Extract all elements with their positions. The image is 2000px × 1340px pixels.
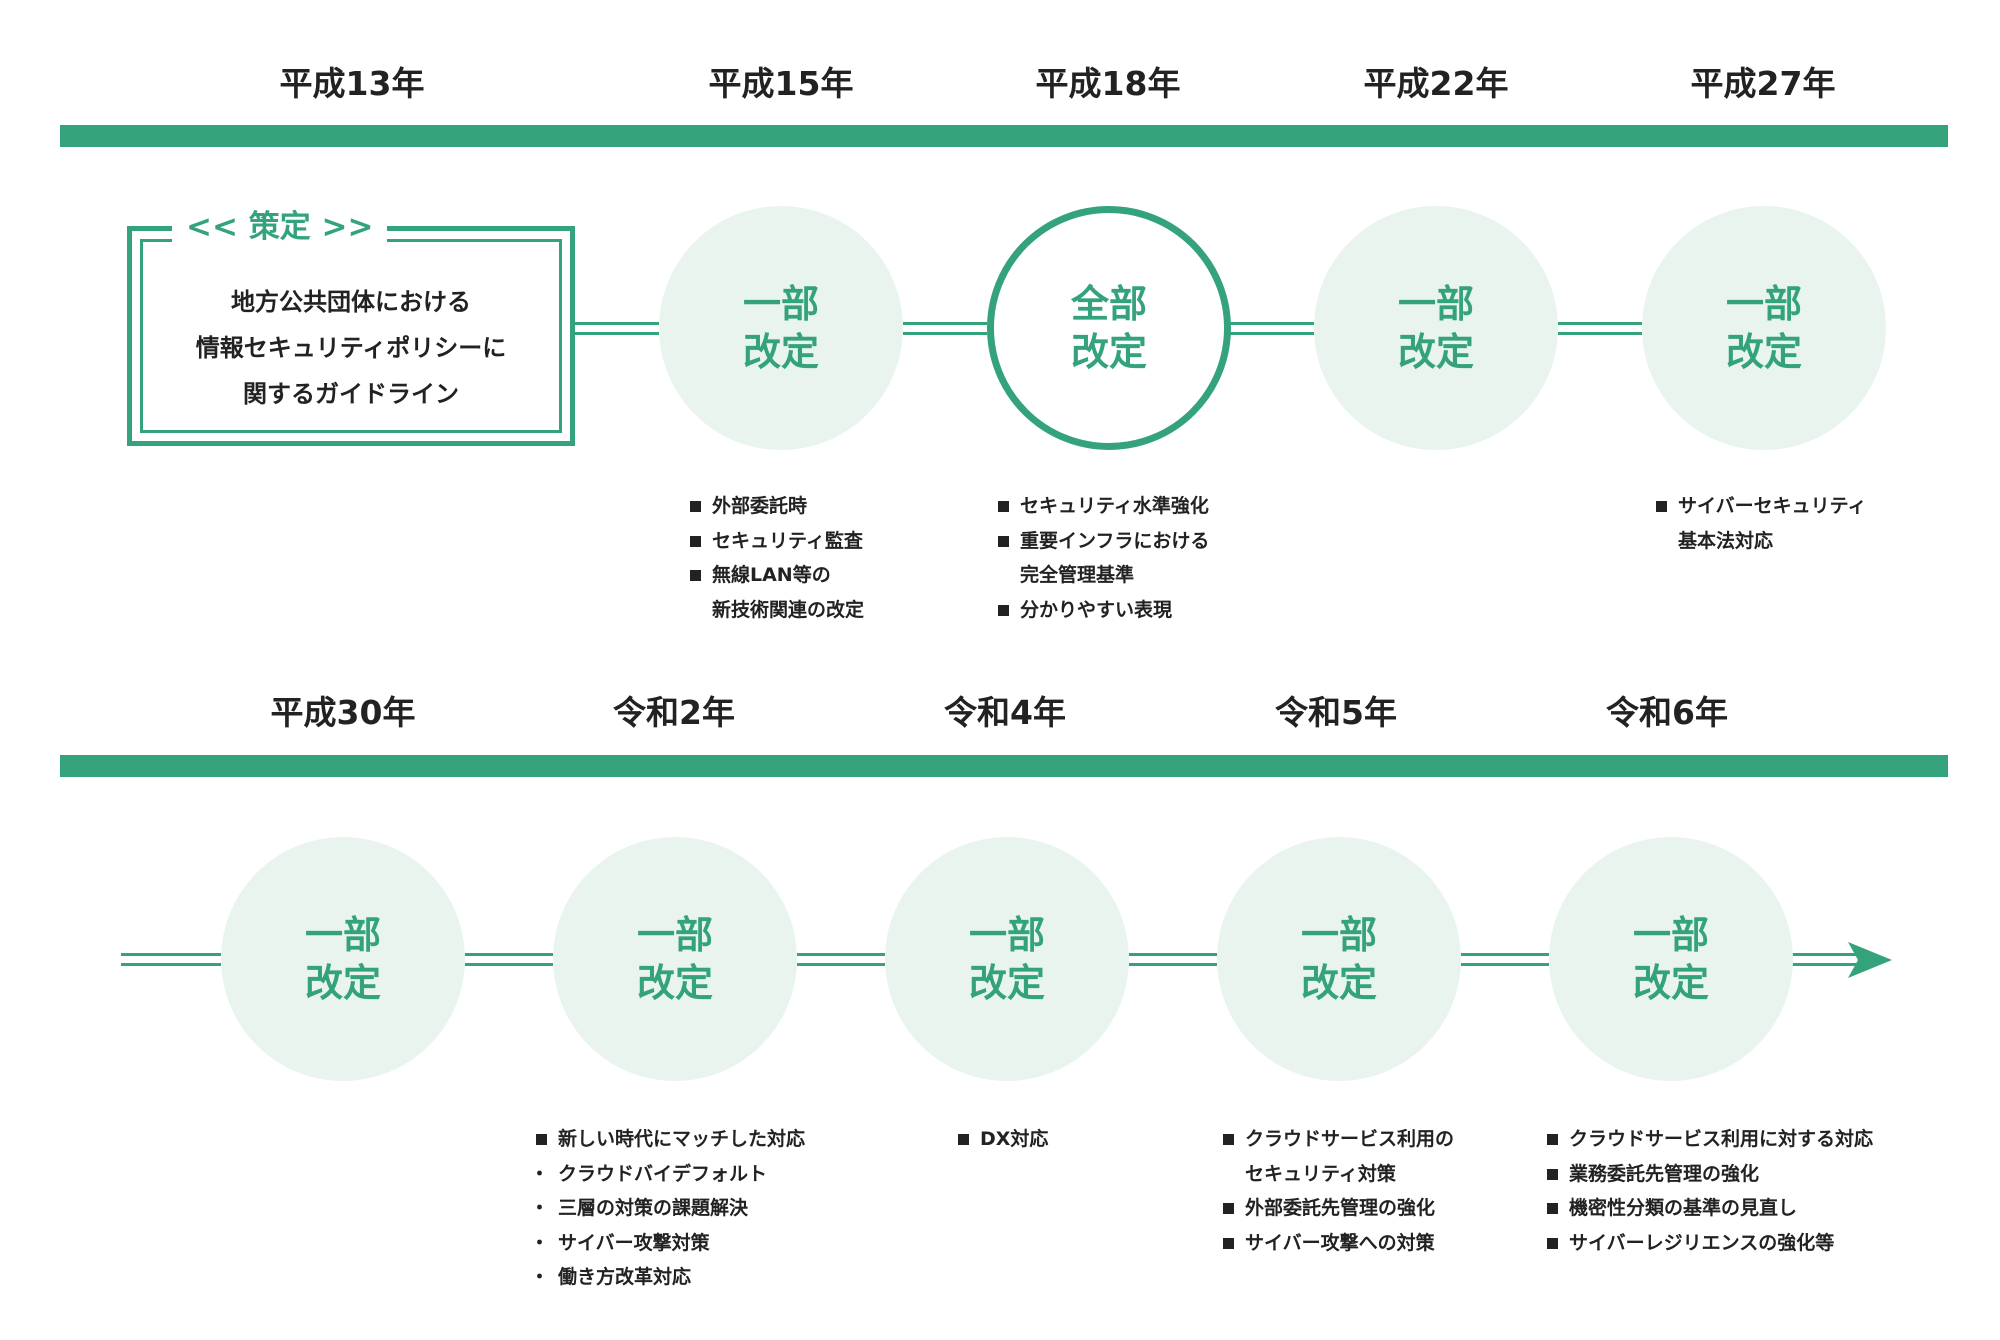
establish-label: << 策定 >>: [172, 207, 388, 247]
note-item: 分かりやすい表現: [998, 593, 1209, 628]
note-subitem: 三層の対策の課題解決: [530, 1191, 805, 1226]
connector: [1230, 322, 1314, 335]
notes-r2: 新しい時代にマッチした対応 クラウドバイデフォルト 三層の対策の課題解決 サイバ…: [530, 1122, 805, 1295]
note-item: 外部委託時: [690, 489, 864, 524]
connector: [903, 322, 987, 335]
note-item: サイバーレジリエンスの強化等: [1547, 1226, 1873, 1261]
circle-line1: 一部: [968, 913, 1045, 957]
revision-circle-r2: 一部 改定: [553, 837, 797, 1081]
circle-line1: 一部: [1397, 282, 1474, 326]
establish-box: << 策定 >> 地方公共団体における 情報セキュリティポリシーに 関するガイド…: [127, 207, 575, 446]
revision-circle-r6: 一部 改定: [1549, 837, 1793, 1081]
connector: [1558, 322, 1642, 335]
note-item: サイバー攻撃への対策: [1223, 1226, 1454, 1261]
circle-line2: 改定: [636, 961, 713, 1005]
year-h13: 平成13年: [279, 64, 425, 103]
timeline-bar-top: [60, 125, 1948, 147]
circle-line2: 改定: [1070, 330, 1147, 374]
note-item-continued: セキュリティ対策: [1245, 1162, 1396, 1185]
circle-line2: 改定: [1300, 961, 1377, 1005]
circle-line1: 一部: [1632, 913, 1709, 957]
revision-circle-h15: 一部 改定: [659, 206, 903, 450]
establish-text: 地方公共団体における 情報セキュリティポリシーに 関するガイドライン: [132, 279, 570, 417]
note-item: 無線LAN等の: [690, 558, 864, 593]
year-r2: 令和2年: [613, 693, 735, 732]
note-item: 重要インフラにおける: [998, 524, 1209, 559]
revision-circle-h22: 一部 改定: [1314, 206, 1558, 450]
revision-circle-r4: 一部 改定: [885, 837, 1129, 1081]
circle-line2: 改定: [968, 961, 1045, 1005]
circle-line1: 全部: [1070, 282, 1147, 326]
year-h27: 平成27年: [1690, 64, 1836, 103]
arrow-right-icon: [1848, 942, 1892, 978]
note-item-continued: 基本法対応: [1678, 529, 1774, 552]
establish-line: 情報セキュリティポリシーに: [195, 334, 507, 362]
note-item: クラウドサービス利用に対する対応: [1547, 1122, 1873, 1157]
circle-line2: 改定: [1397, 330, 1474, 374]
establish-line: 地方公共団体における: [231, 288, 471, 316]
circle-line1: 一部: [636, 913, 713, 957]
year-r6: 令和6年: [1606, 693, 1728, 732]
note-item: クラウドサービス利用の: [1223, 1122, 1454, 1157]
note-item-continued: 完全管理基準: [1020, 564, 1135, 586]
year-h18: 平成18年: [1035, 64, 1181, 103]
revision-circle-r5: 一部 改定: [1217, 837, 1461, 1081]
notes-r6: クラウドサービス利用に対する対応 業務委託先管理の強化 機密性分類の基準の見直し…: [1547, 1122, 1873, 1260]
note-item: サイバーセキュリティ: [1656, 489, 1866, 524]
note-item: 外部委託先管理の強化: [1223, 1191, 1454, 1226]
year-h15: 平成15年: [708, 64, 854, 103]
note-item: DX対応: [958, 1122, 1048, 1157]
note-item-continued: 新技術関連の改定: [712, 598, 865, 621]
circle-line1: 一部: [304, 913, 381, 957]
circle-line1: 一部: [1300, 913, 1377, 957]
connector: [575, 322, 659, 335]
circle-line1: 一部: [1725, 282, 1802, 326]
note-item: 新しい時代にマッチした対応: [536, 1122, 805, 1157]
establish-line: 関するガイドライン: [243, 380, 459, 408]
circle-line2: 改定: [1725, 330, 1802, 374]
year-r4: 令和4年: [944, 693, 1066, 732]
notes-r4: DX対応: [958, 1122, 1048, 1157]
revision-circle-h30: 一部 改定: [221, 837, 465, 1081]
note-subitem: サイバー攻撃対策: [530, 1226, 805, 1261]
notes-h27: サイバーセキュリティ 基本法対応: [1656, 489, 1866, 558]
note-item: 業務委託先管理の強化: [1547, 1157, 1873, 1192]
notes-h15: 外部委託時 セキュリティ監査 無線LAN等の 新技術関連の改定: [690, 489, 864, 627]
connector: [121, 953, 221, 966]
year-h30: 平成30年: [270, 693, 416, 732]
note-subitem: 働き方改革対応: [530, 1260, 805, 1295]
circle-line2: 改定: [1632, 961, 1709, 1005]
connector: [797, 953, 885, 966]
note-item: 機密性分類の基準の見直し: [1547, 1191, 1873, 1226]
circle-line2: 改定: [304, 961, 381, 1005]
timeline-bar-bottom: [60, 755, 1948, 777]
note-item: セキュリティ水準強化: [998, 489, 1209, 524]
note-item: セキュリティ監査: [690, 524, 864, 559]
connector: [465, 953, 553, 966]
year-r5: 令和5年: [1275, 693, 1397, 732]
notes-h18: セキュリティ水準強化 重要インフラにおける 完全管理基準 分かりやすい表現: [998, 489, 1209, 627]
year-h22: 平成22年: [1363, 64, 1509, 103]
connector: [1461, 953, 1549, 966]
note-subitem: クラウドバイデフォルト: [530, 1157, 805, 1192]
connector: [1129, 953, 1217, 966]
circle-line2: 改定: [742, 330, 819, 374]
revision-circle-h27: 一部 改定: [1642, 206, 1886, 450]
circle-line1: 一部: [742, 282, 819, 326]
revision-circle-h18: 全部 改定: [987, 206, 1231, 450]
notes-r5: クラウドサービス利用の セキュリティ対策 外部委託先管理の強化 サイバー攻撃への…: [1223, 1122, 1454, 1260]
connector: [1792, 953, 1862, 966]
